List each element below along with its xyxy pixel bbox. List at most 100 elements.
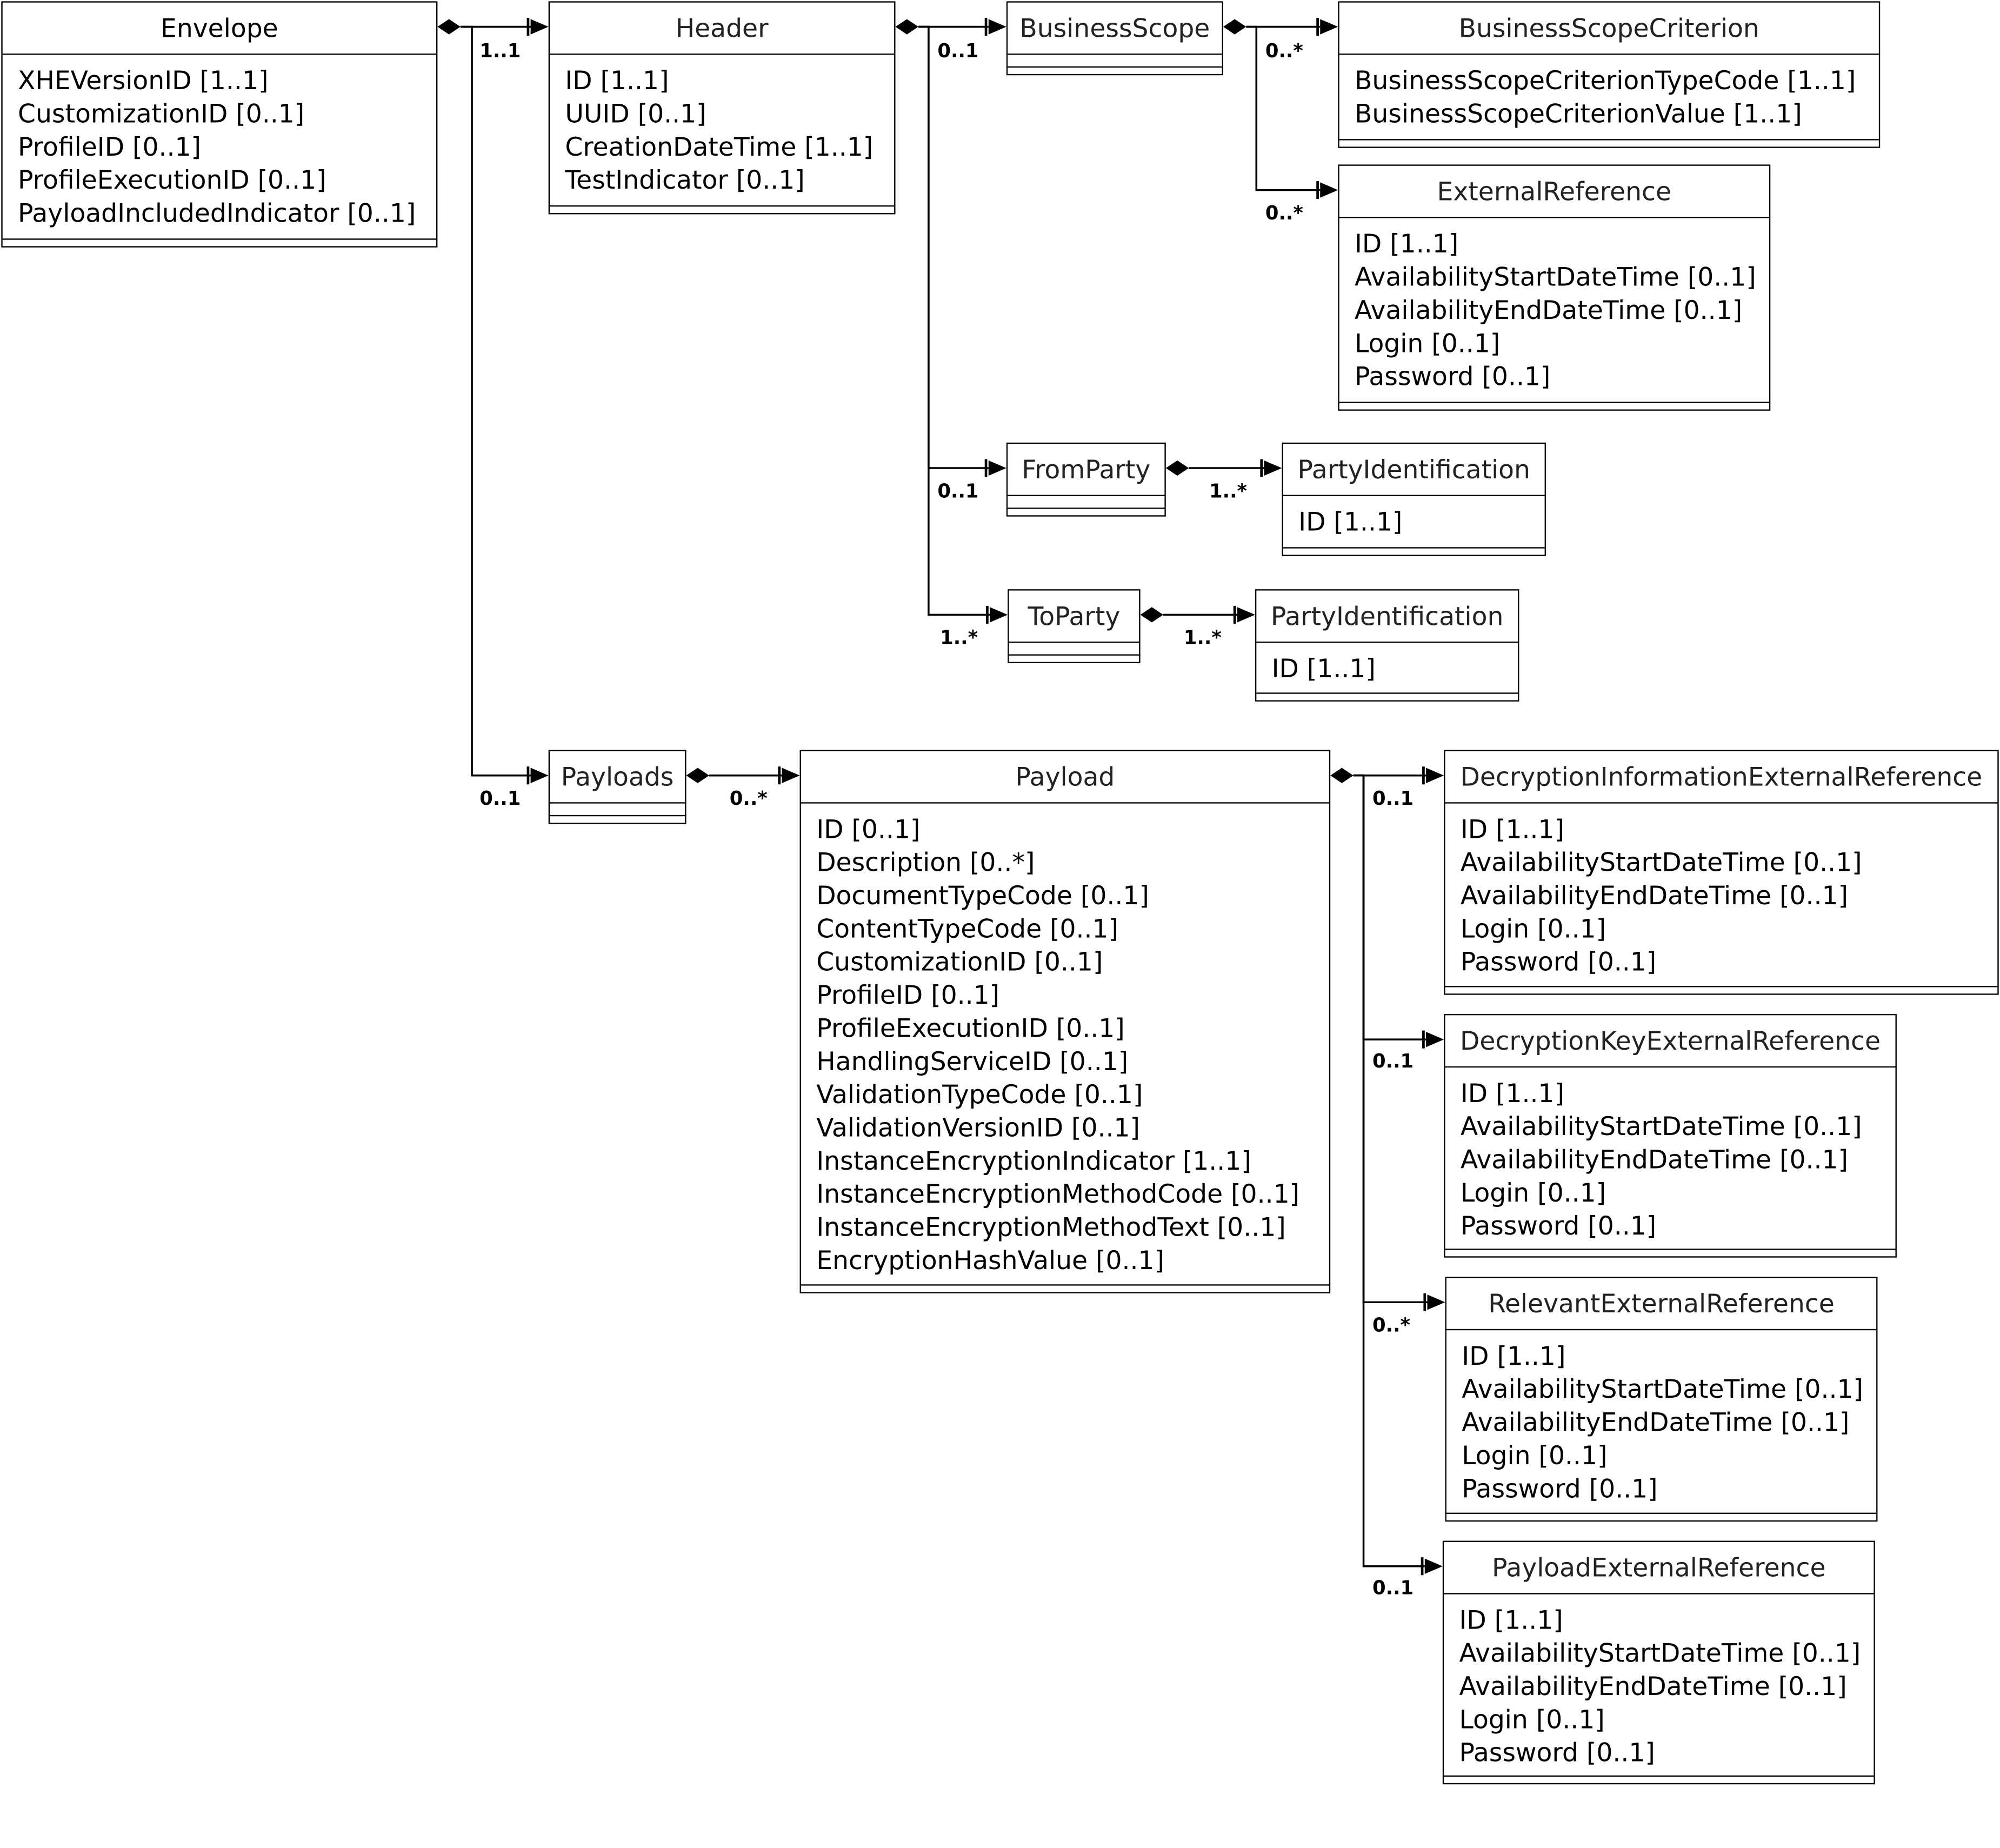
class-attribute: ID [1..1] <box>1462 1340 1566 1371</box>
class-attribute: AvailabilityEndDateTime [0..1] <box>1459 1671 1847 1702</box>
composition-diamond <box>1140 607 1164 623</box>
multiplicity-label: 0..* <box>1372 1313 1411 1337</box>
class-attribute: ID [1..1] <box>1355 228 1459 259</box>
class-attribute: UUID [0..1] <box>565 98 706 129</box>
class-attribute: InstanceEncryptionMethodCode [0..1] <box>816 1178 1300 1209</box>
class-attribute: ID [1..1] <box>1298 506 1403 537</box>
operations-compartment <box>1008 66 1222 74</box>
class-name: DecryptionInformationExternalReference <box>1445 751 1998 804</box>
operations-compartment <box>2 238 437 246</box>
class-attribute: PayloadIncludedIndicator [0..1] <box>18 197 416 229</box>
class-attribute: ValidationTypeCode [0..1] <box>816 1079 1143 1110</box>
multiplicity-label: 1..1 <box>479 39 521 63</box>
class-attribute: Login [0..1] <box>1460 1177 1606 1208</box>
class-attribute: ID [1..1] <box>1271 653 1376 684</box>
attribute-list: ID [1..1] <box>1256 643 1518 685</box>
class-attribute: Login [0..1] <box>1355 328 1501 359</box>
attribute-list: ID [1..1]UUID [0..1]CreationDateTime [1.… <box>550 55 894 196</box>
navigation-arrowhead <box>782 768 800 783</box>
association-line <box>1246 25 1321 191</box>
class-name: ExternalReference <box>1339 166 1769 218</box>
multiplicity-label: 0..1 <box>1372 1576 1414 1600</box>
operations-compartment <box>1283 547 1545 555</box>
class-attribute: AvailabilityStartDateTime [0..1] <box>1462 1373 1863 1405</box>
multiplicity-label: 0..1 <box>937 39 979 63</box>
attribute-list: ID [0..1]Description [0..*]DocumentTypeC… <box>801 804 1329 1277</box>
class-attribute: CustomizationID [0..1] <box>816 946 1103 977</box>
class-attribute: ProfileID [0..1] <box>18 131 201 162</box>
class-attribute: ValidationVersionID [0..1] <box>816 1112 1140 1143</box>
association-line <box>918 25 990 616</box>
class-name: Envelope <box>2 3 437 55</box>
multiplicity-label: 0..* <box>1265 39 1303 63</box>
class-attribute: CreationDateTime [1..1] <box>565 131 874 162</box>
class-name: PartyIdentification <box>1283 444 1545 496</box>
class-attribute: Description [0..*] <box>816 846 1035 878</box>
navigation-arrowhead <box>990 607 1008 623</box>
attribute-list: XHEVersionID [1..1]CustomizationID [0..1… <box>3 55 436 229</box>
class-name: DecryptionKeyExternalReference <box>1445 1015 1896 1068</box>
class-attribute: Login [0..1] <box>1462 1440 1608 1471</box>
class-box-payloads: Payloads <box>548 750 686 824</box>
multiplicity-label: 0..1 <box>1372 1050 1414 1073</box>
class-name: FromParty <box>1008 444 1165 496</box>
class-attribute: ID [1..1] <box>1460 813 1565 845</box>
class-attribute: AvailabilityStartDateTime [0..1] <box>1459 1637 1861 1669</box>
class-attribute: ID [1..1] <box>1460 1077 1565 1109</box>
class-attribute: TestIndicator [0..1] <box>565 164 805 196</box>
class-attribute: AvailabilityEndDateTime [0..1] <box>1462 1406 1850 1438</box>
operations-compartment <box>1256 692 1518 700</box>
class-attribute: AvailabilityStartDateTime [0..1] <box>1355 261 1756 292</box>
class-attribute: Login [0..1] <box>1459 1704 1605 1735</box>
class-attribute: DocumentTypeCode [0..1] <box>816 880 1149 911</box>
class-attribute: AvailabilityEndDateTime [0..1] <box>1355 295 1743 325</box>
class-attribute: InstanceEncryptionIndicator [1..1] <box>816 1145 1251 1176</box>
class-attribute: InstanceEncryptionMethodText [0..1] <box>816 1211 1286 1243</box>
class-attribute: EncryptionHashValue [0..1] <box>816 1245 1164 1276</box>
composition-diamond <box>1165 460 1189 476</box>
class-attribute: Password [0..1] <box>1460 946 1657 977</box>
navigation-arrowhead <box>988 460 1006 476</box>
association-line <box>1353 774 1425 1567</box>
operations-compartment <box>1008 508 1165 515</box>
class-name: RelevantExternalReference <box>1446 1278 1877 1331</box>
class-name: ToParty <box>1009 591 1139 643</box>
composition-diamond <box>1223 19 1246 35</box>
navigation-arrowhead <box>1424 1558 1443 1574</box>
multiplicity-label: 0..1 <box>1372 786 1414 810</box>
multiplicity-label: 0..* <box>1265 201 1303 225</box>
composition-diamond <box>1330 768 1354 783</box>
class-attribute: ID [1..1] <box>565 65 669 96</box>
class-box-to-party-identification: PartyIdentification ID [1..1] <box>1255 589 1519 702</box>
class-name: PartyIdentification <box>1256 591 1518 643</box>
class-name: Payloads <box>550 751 685 804</box>
class-attribute: HandlingServiceID [0..1] <box>816 1045 1129 1077</box>
class-attribute: Password [0..1] <box>1459 1737 1655 1768</box>
class-box-from-party: FromParty <box>1006 442 1166 517</box>
navigation-arrowhead <box>1264 460 1282 476</box>
attribute-list: ID [1..1] <box>1283 496 1545 538</box>
attribute-list: ID [1..1]AvailabilityStartDateTime [0..1… <box>1445 1068 1896 1242</box>
class-attribute: AvailabilityStartDateTime [0..1] <box>1460 1111 1862 1142</box>
multiplicity-label: 0..* <box>729 786 768 810</box>
class-attribute: ProfileExecutionID [0..1] <box>18 164 326 196</box>
operations-compartment <box>1445 986 1998 993</box>
attribute-list: ID [1..1]AvailabilityStartDateTime [0..1… <box>1444 1595 1874 1769</box>
class-name: Header <box>550 3 895 55</box>
multiplicity-label: 1..* <box>940 626 978 650</box>
navigation-arrowhead <box>1237 607 1255 623</box>
class-attribute: BusinessScopeCriterionTypeCode [1..1] <box>1355 65 1856 96</box>
navigation-arrowhead <box>1320 19 1338 35</box>
navigation-arrowhead <box>1320 182 1338 198</box>
operations-compartment <box>550 205 895 213</box>
class-attribute: ID [0..1] <box>816 813 921 845</box>
class-attribute: ID [1..1] <box>1459 1604 1563 1636</box>
